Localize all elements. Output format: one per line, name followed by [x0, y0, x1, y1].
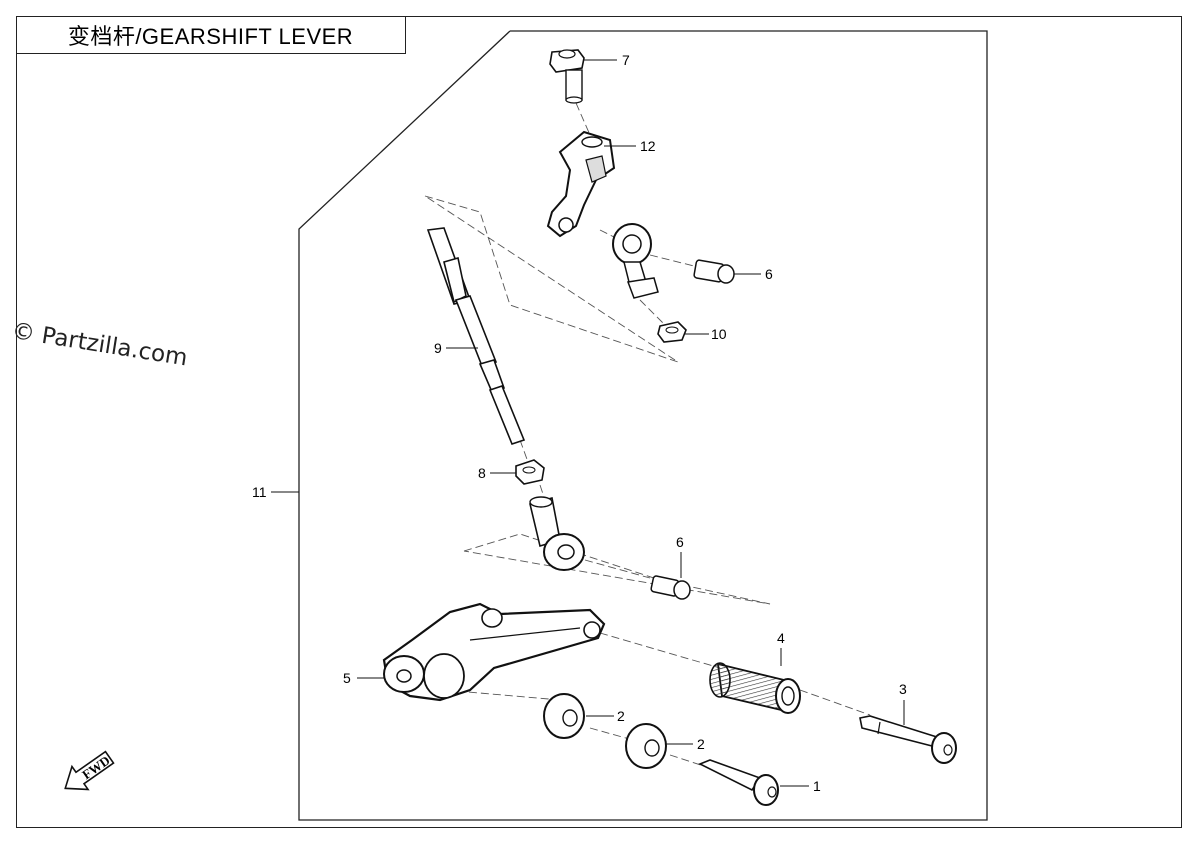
callout-1: 1 — [813, 778, 821, 794]
shift-lever-part-5[interactable] — [382, 602, 606, 702]
fwd-arrow-icon: FWD — [64, 750, 115, 791]
callout-12: 12 — [640, 138, 656, 154]
bolt-part-7[interactable] — [549, 49, 585, 104]
bolt-part-3[interactable] — [859, 715, 957, 764]
nut-part-8[interactable] — [515, 459, 545, 485]
nut-part-10[interactable] — [657, 321, 687, 343]
footpeg-rubber-part-4[interactable] — [709, 662, 801, 714]
callout-2-b: 2 — [697, 736, 705, 752]
diagram-frame — [16, 16, 1182, 828]
callout-4: 4 — [777, 630, 785, 646]
rod-end-lower[interactable] — [529, 496, 585, 571]
callout-10: 10 — [711, 326, 727, 342]
leader-lines — [271, 59, 905, 787]
bolt-part-1[interactable] — [698, 759, 779, 806]
callout-7: 7 — [622, 52, 630, 68]
callout-8: 8 — [478, 465, 486, 481]
clamp-arm-part-12[interactable] — [546, 130, 616, 238]
bolt-part-6-lower[interactable] — [650, 575, 691, 600]
page-title: 变档杆/GEARSHIFT LEVER — [16, 16, 406, 54]
washer-part-2b[interactable] — [625, 723, 667, 769]
rod-end-upper[interactable] — [612, 223, 659, 299]
callout-11: 11 — [252, 484, 267, 500]
callout-2-a: 2 — [617, 708, 625, 724]
callout-5: 5 — [343, 670, 351, 686]
callout-6-upper: 6 — [765, 266, 773, 282]
callout-3: 3 — [899, 681, 907, 697]
assembly-outline — [298, 30, 988, 821]
callout-9: 9 — [434, 340, 442, 356]
rod-part-9[interactable] — [426, 227, 526, 445]
callout-6-lower: 6 — [676, 534, 684, 550]
washer-part-2a[interactable] — [543, 693, 585, 739]
bolt-part-6-upper[interactable] — [693, 259, 735, 284]
